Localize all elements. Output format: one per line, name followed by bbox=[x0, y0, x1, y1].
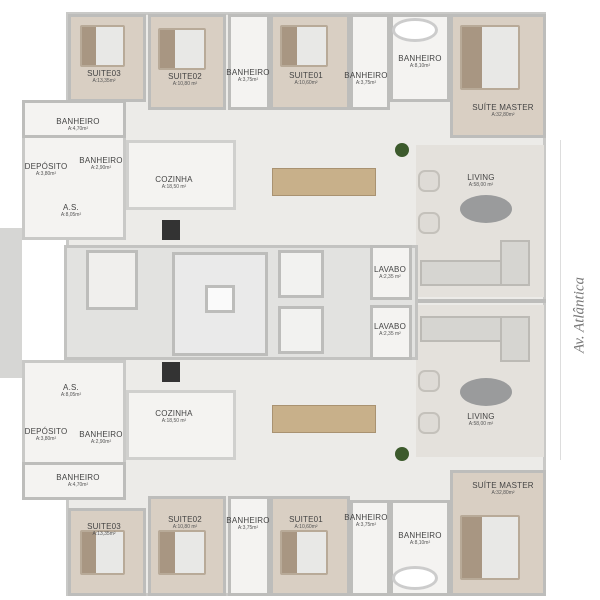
side-stair bbox=[0, 228, 22, 378]
room-bath-bottom-1 bbox=[228, 496, 270, 596]
sofa-chaise-bottom bbox=[500, 316, 530, 362]
label-as-top: A.S.A:8,05m² bbox=[60, 203, 82, 218]
armchair bbox=[418, 170, 440, 192]
room-cozinha-top bbox=[126, 140, 236, 210]
trash-room bbox=[86, 250, 138, 310]
armchair bbox=[418, 212, 440, 234]
armchair bbox=[418, 412, 440, 434]
label-as-bottom: A.S.A:8,05m² bbox=[60, 383, 82, 398]
dining-table-bottom bbox=[272, 405, 376, 433]
coffee-table bbox=[460, 378, 512, 406]
room-bath-bottom-2 bbox=[350, 500, 390, 596]
sofa-chaise-top bbox=[500, 240, 530, 286]
bed bbox=[158, 530, 206, 575]
property-line bbox=[560, 140, 561, 460]
room-cozinha-bottom bbox=[126, 390, 236, 460]
cooktop-top bbox=[162, 220, 180, 240]
armchair bbox=[418, 370, 440, 392]
bed bbox=[280, 530, 328, 575]
room-bath-470-bottom bbox=[22, 462, 126, 500]
cooktop-bottom bbox=[162, 362, 180, 382]
bathtub bbox=[392, 18, 438, 42]
elevator-2 bbox=[278, 306, 324, 354]
bathtub bbox=[392, 566, 438, 590]
plant-icon bbox=[395, 447, 409, 461]
room-bath-470-top bbox=[22, 100, 126, 138]
bed bbox=[460, 25, 520, 90]
room-bath-top-1 bbox=[228, 14, 270, 110]
divider-wall bbox=[410, 299, 546, 303]
coffee-table bbox=[460, 195, 512, 223]
bed bbox=[460, 515, 520, 580]
bed bbox=[80, 530, 125, 575]
shaft bbox=[205, 285, 235, 313]
elevator-1 bbox=[278, 250, 324, 298]
room-lavabo-bottom bbox=[370, 305, 412, 360]
bed bbox=[158, 28, 206, 70]
street-label: Av. Atlântica bbox=[571, 276, 588, 354]
room-lavabo-top bbox=[370, 245, 412, 300]
bed bbox=[280, 25, 328, 67]
dining-table-top bbox=[272, 168, 376, 196]
room-bath-top-2 bbox=[350, 14, 390, 110]
bed bbox=[80, 25, 125, 67]
plant-icon bbox=[395, 143, 409, 157]
